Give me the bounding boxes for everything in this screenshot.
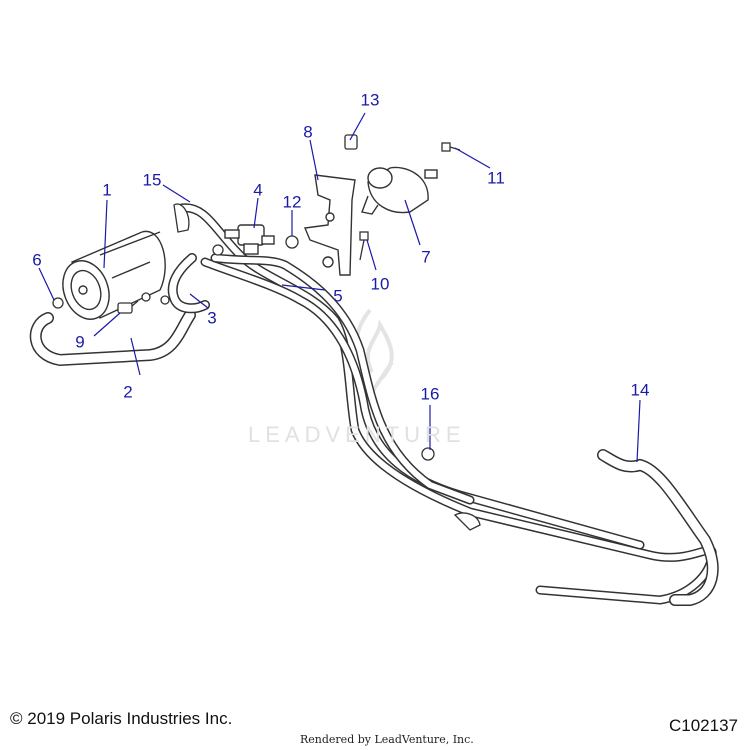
callout-14: 14 [630,380,650,400]
small-hardware [52,134,481,531]
callout-5: 5 [333,286,343,306]
callout-7: 7 [421,247,431,267]
callout-12: 12 [282,192,302,212]
callout-13: 13 [360,90,380,110]
callout-9: 9 [75,332,85,352]
callout-10: 10 [370,274,390,294]
callout-11: 11 [487,168,505,188]
hose-bundle [29,203,719,606]
copyright-text: © 2019 Polaris Industries Inc. [10,709,233,728]
callout-8: 8 [303,122,313,142]
rendered-by-text: Rendered by LeadVenture, Inc. [300,733,474,746]
callout-1: 1 [102,180,112,200]
figure-code: C102137 [668,716,738,735]
callout-15: 15 [142,170,162,190]
leader-lines [38,112,641,463]
callout-16: 16 [420,384,440,404]
purge-valve [224,224,275,255]
watermark-text: LEADVENTURE [248,422,466,447]
callout-2: 2 [123,382,133,402]
vent-solenoid [361,166,438,215]
callout-6: 6 [32,250,42,270]
callout-3: 3 [207,308,217,328]
callout-4: 4 [253,180,263,200]
charcoal-canister [62,230,166,320]
mounting-bracket [304,174,356,276]
